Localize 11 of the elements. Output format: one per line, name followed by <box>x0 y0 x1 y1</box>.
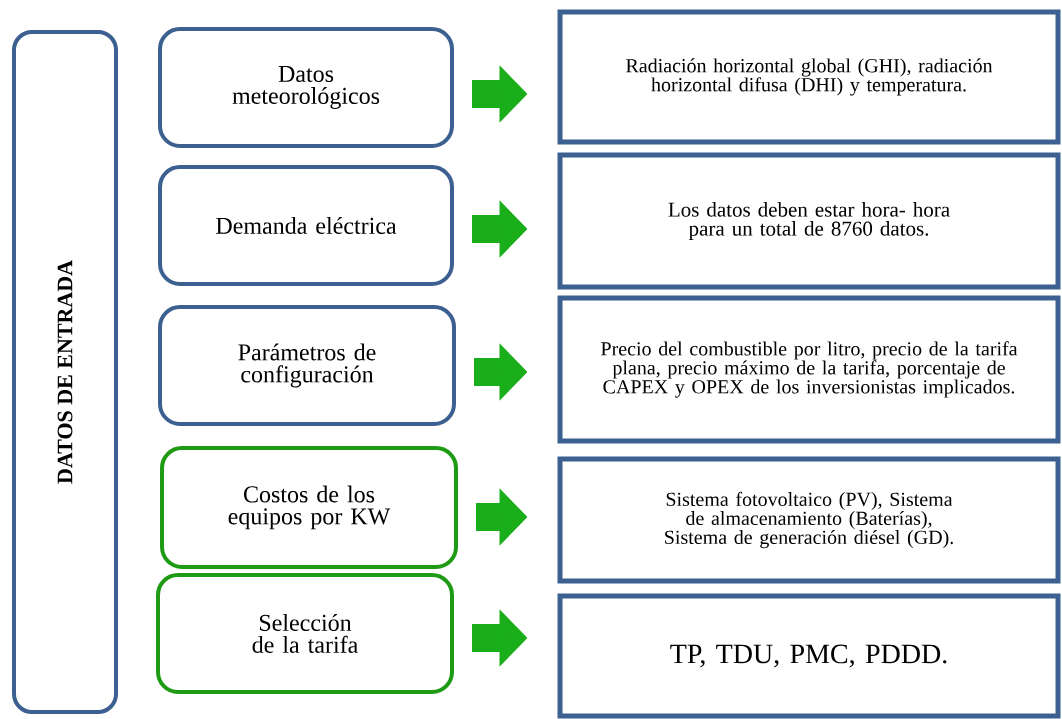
rounded-box: Demanda eléctrica <box>158 165 454 286</box>
text-box: Los datos deben estar hora- hora para un total de 8760 datos. <box>557 152 1061 290</box>
text-box: Precio del combustible por litro, precio de la tarifa plana, precio máximo de la tarifa, porcentaje de CAPEX y OPEX de los inversionistas implicados. <box>557 295 1061 444</box>
rounded-box: Datos meteorológicos <box>158 27 454 148</box>
rounded-box: Parámetros de configuración <box>158 305 456 426</box>
rounded-box: Costos de los equipos por KW <box>160 446 458 569</box>
rounded-box: Selección de la tarifa <box>156 573 454 694</box>
text-box: Radiación horizontal global (GHI), radiación horizontal difusa (DHI) y temperatura. <box>557 9 1061 145</box>
text-box: TP, TDU, PMC, PDDD. <box>557 593 1061 719</box>
text-box: Sistema fotovoltaico (PV), Sistema de almacenamiento (Baterías), Sistema de generación diésel (GD). <box>557 456 1061 584</box>
vertical-title-box: DATOS DE ENTRADA <box>12 30 118 714</box>
